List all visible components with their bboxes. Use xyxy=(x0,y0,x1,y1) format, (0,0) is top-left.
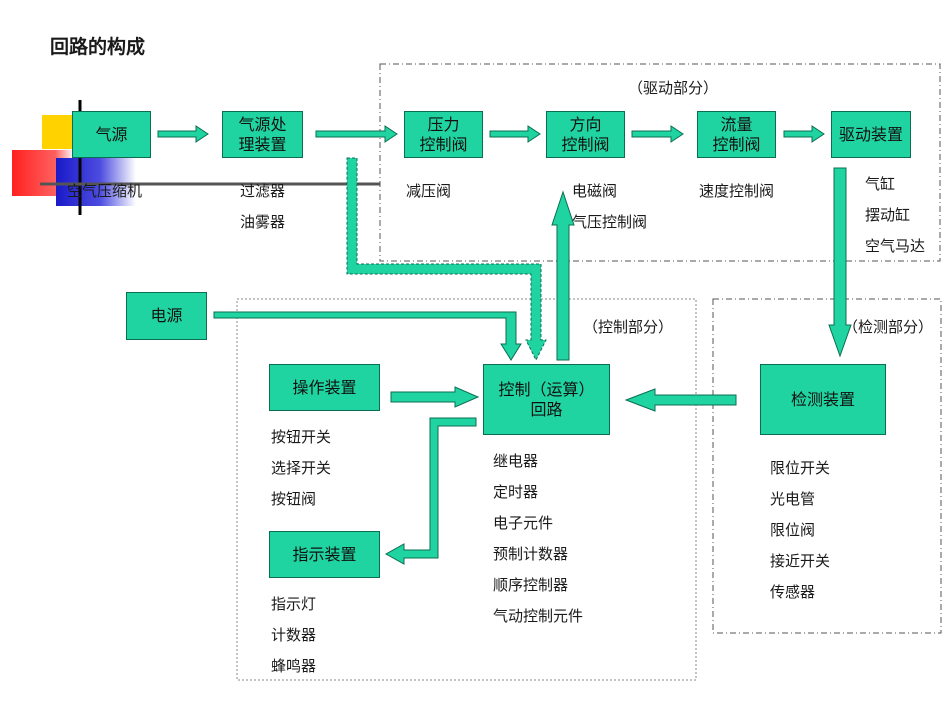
arrow-operation-to-control xyxy=(390,386,480,408)
list-item: 预制计数器 xyxy=(493,545,569,563)
list-item: 光电管 xyxy=(770,490,816,508)
list-drive: 气缸 摆动缸 空气马达 xyxy=(865,175,925,268)
list-item: 计数器 xyxy=(271,626,317,644)
list-indicator: 指示灯 计数器 蜂鸣器 xyxy=(271,595,316,688)
arrow-pressure-to-direction xyxy=(489,125,541,143)
box-control-circuit: 控制（运算） 回路 xyxy=(483,364,610,435)
list-item: 限位开关 xyxy=(770,459,831,477)
list-item: 顺序控制器 xyxy=(493,576,569,594)
drive-region-outline xyxy=(379,63,941,262)
region-label-control: （控制部分） xyxy=(583,318,674,336)
list-item: 气缸 xyxy=(865,175,896,193)
box-flow-valve: 流量 控制阀 xyxy=(697,111,776,158)
box-operation-device: 操作装置 xyxy=(269,364,380,411)
deco-yellow-square xyxy=(42,115,76,149)
control-region-outline xyxy=(236,298,697,681)
list-item: 定时器 xyxy=(493,483,539,501)
list-direction: 电磁阀 气压控制阀 xyxy=(572,182,647,244)
list-item: 气压控制阀 xyxy=(572,213,648,231)
label-pressure: 减压阀 xyxy=(406,182,452,200)
arrow-detect-to-control xyxy=(624,388,737,412)
box-air-treatment: 气源处 理装置 xyxy=(222,111,303,158)
list-item: 指示灯 xyxy=(271,595,317,613)
detect-region-outline xyxy=(712,298,942,634)
box-pressure-valve: 压力 控制阀 xyxy=(404,111,483,158)
arrow-drive-to-detect xyxy=(828,167,852,358)
arrow-flow-to-drive xyxy=(783,125,825,143)
list-item: 接近开关 xyxy=(770,552,831,570)
list-item: 按钮阀 xyxy=(271,490,317,508)
region-label-drive: （驱动部分） xyxy=(628,79,719,97)
box-drive-device: 驱动装置 xyxy=(831,111,911,158)
list-control: 继电器 定时器 电子元件 预制计数器 顺序控制器 气动控制元件 xyxy=(493,452,583,638)
list-item: 空气马达 xyxy=(865,237,926,255)
list-detect: 限位开关 光电管 限位阀 接近开关 传感器 xyxy=(770,459,830,614)
list-item: 电子元件 xyxy=(493,514,554,532)
list-item: 摆动缸 xyxy=(865,206,911,224)
arrow-power-to-control xyxy=(213,311,522,361)
list-item: 过滤器 xyxy=(240,182,286,200)
label-flow: 速度控制阀 xyxy=(699,182,775,200)
box-indicator-device: 指示装置 xyxy=(269,531,380,578)
list-item: 按钮开关 xyxy=(271,428,332,446)
list-item: 传感器 xyxy=(770,583,816,601)
arrow-treatment-to-pressure xyxy=(315,125,398,143)
arrow-direction-to-flow xyxy=(631,125,684,143)
arrow-source-to-treatment xyxy=(157,125,209,143)
list-filters: 过滤器 油雾器 xyxy=(240,182,285,244)
list-operation: 按钮开关 选择开关 按钮阀 xyxy=(271,428,331,521)
box-air-source: 气源 xyxy=(72,111,151,158)
box-detect-device: 检测装置 xyxy=(760,364,886,435)
list-item: 继电器 xyxy=(493,452,539,470)
page-title: 回路的构成 xyxy=(50,36,146,58)
arrow-control-to-indicator xyxy=(384,417,477,565)
list-item: 油雾器 xyxy=(240,213,286,231)
list-item: 限位阀 xyxy=(770,521,816,539)
list-item: 气动控制元件 xyxy=(493,607,584,625)
deco-blue-square xyxy=(56,158,136,206)
region-label-detect: （检测部分） xyxy=(843,318,934,336)
box-direction-valve: 方向 控制阀 xyxy=(546,111,625,158)
list-item: 选择开关 xyxy=(271,459,332,477)
box-power: 电源 xyxy=(126,292,207,340)
label-compressor: 空气压缩机 xyxy=(67,182,143,200)
list-item: 蜂鸣器 xyxy=(271,657,317,675)
arrow-pneumatic-signal xyxy=(346,157,547,362)
arrow-control-to-direction xyxy=(551,190,575,361)
list-item: 电磁阀 xyxy=(572,182,618,200)
